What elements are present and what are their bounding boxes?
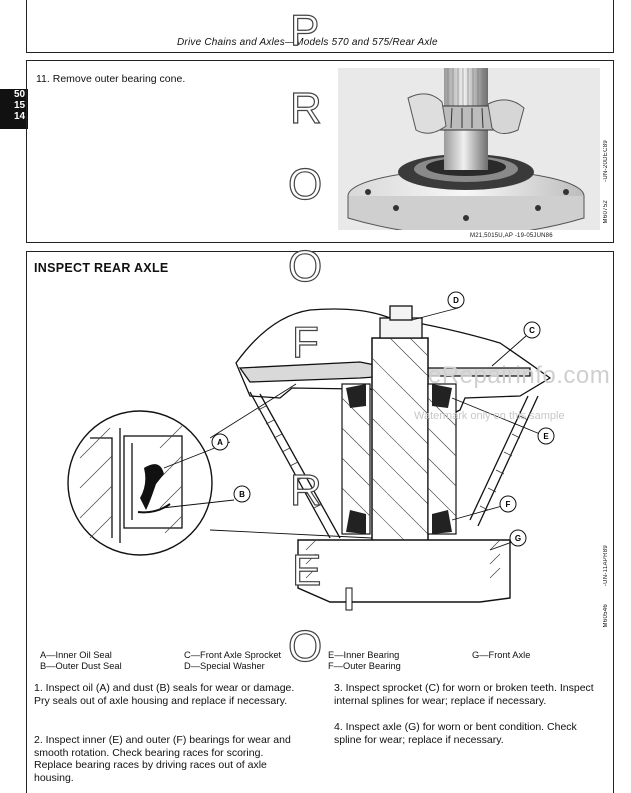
ghost-letter: O <box>287 159 323 209</box>
watermark-note: Watermark only on this sample <box>414 410 565 422</box>
legend-item: E—Inner Bearing <box>328 650 400 660</box>
inspect-step-2: 2. Inspect inner (E) and outer (F) beari… <box>34 734 291 784</box>
callout-e: E <box>543 432 549 441</box>
ghost-letter: E <box>291 545 322 595</box>
legend-item: D—Special Washer <box>184 661 265 671</box>
ghost-letter: R <box>289 83 322 133</box>
ghost-letter: P <box>289 5 320 55</box>
legend-item: F—Outer Bearing <box>328 661 401 671</box>
inspect-box <box>26 251 614 793</box>
legend-item: B—Outer Dust Seal <box>40 661 122 671</box>
ghost-letter: O <box>287 621 323 671</box>
inspect-step-1: 1. Inspect oil (A) and dust (B) seals fo… <box>34 682 295 707</box>
legend-item: G—Front Axle <box>472 650 531 660</box>
inspect-step-3: 3. Inspect sprocket (C) for worn or brok… <box>334 682 594 707</box>
callout-a: A <box>217 438 223 447</box>
legend-item: C—Front Axle Sprocket <box>184 650 282 660</box>
photo-code: M60752 <box>603 200 609 224</box>
section-tab-line: 50 <box>14 89 26 100</box>
photo-code-2: -UN-20DEC89 <box>603 140 609 182</box>
rear-axle-diagram: A B C D E F G <box>67 291 555 611</box>
page-header-title: Drive Chains and Axles—Models 570 and 57… <box>177 37 438 48</box>
step11-text: 11. Remove outer bearing cone. <box>36 73 186 85</box>
section-tab: 50 15 14 <box>0 89 28 129</box>
watermark-site: eRepairinfo.com <box>428 362 611 389</box>
step11-footer-code: M21,5015U,AP -19-05JUN86 <box>470 233 553 239</box>
callout-c: C <box>529 326 535 335</box>
section-tab-line: 15 <box>14 100 26 111</box>
callout-g: G <box>515 534 521 543</box>
legend-item: A—Inner Oil Seal <box>40 650 112 660</box>
ghost-letter: F <box>291 317 319 367</box>
ghost-letter: O <box>287 241 323 291</box>
callout-b: B <box>239 490 245 499</box>
inspect-step-4: 4. Inspect axle (G) for worn or bent con… <box>334 721 577 746</box>
figure-code-2: -UN-11APR89 <box>603 545 609 587</box>
callout-f: F <box>506 500 511 509</box>
section-tab-line: 14 <box>14 111 26 122</box>
header-box <box>26 0 614 53</box>
ghost-letter: R <box>289 465 322 515</box>
figure-code: M60546 <box>603 604 609 628</box>
callout-d: D <box>453 296 459 305</box>
step11-box <box>26 60 614 243</box>
bearing-removal-photo <box>338 68 600 230</box>
inspect-title: INSPECT REAR AXLE <box>34 261 169 275</box>
